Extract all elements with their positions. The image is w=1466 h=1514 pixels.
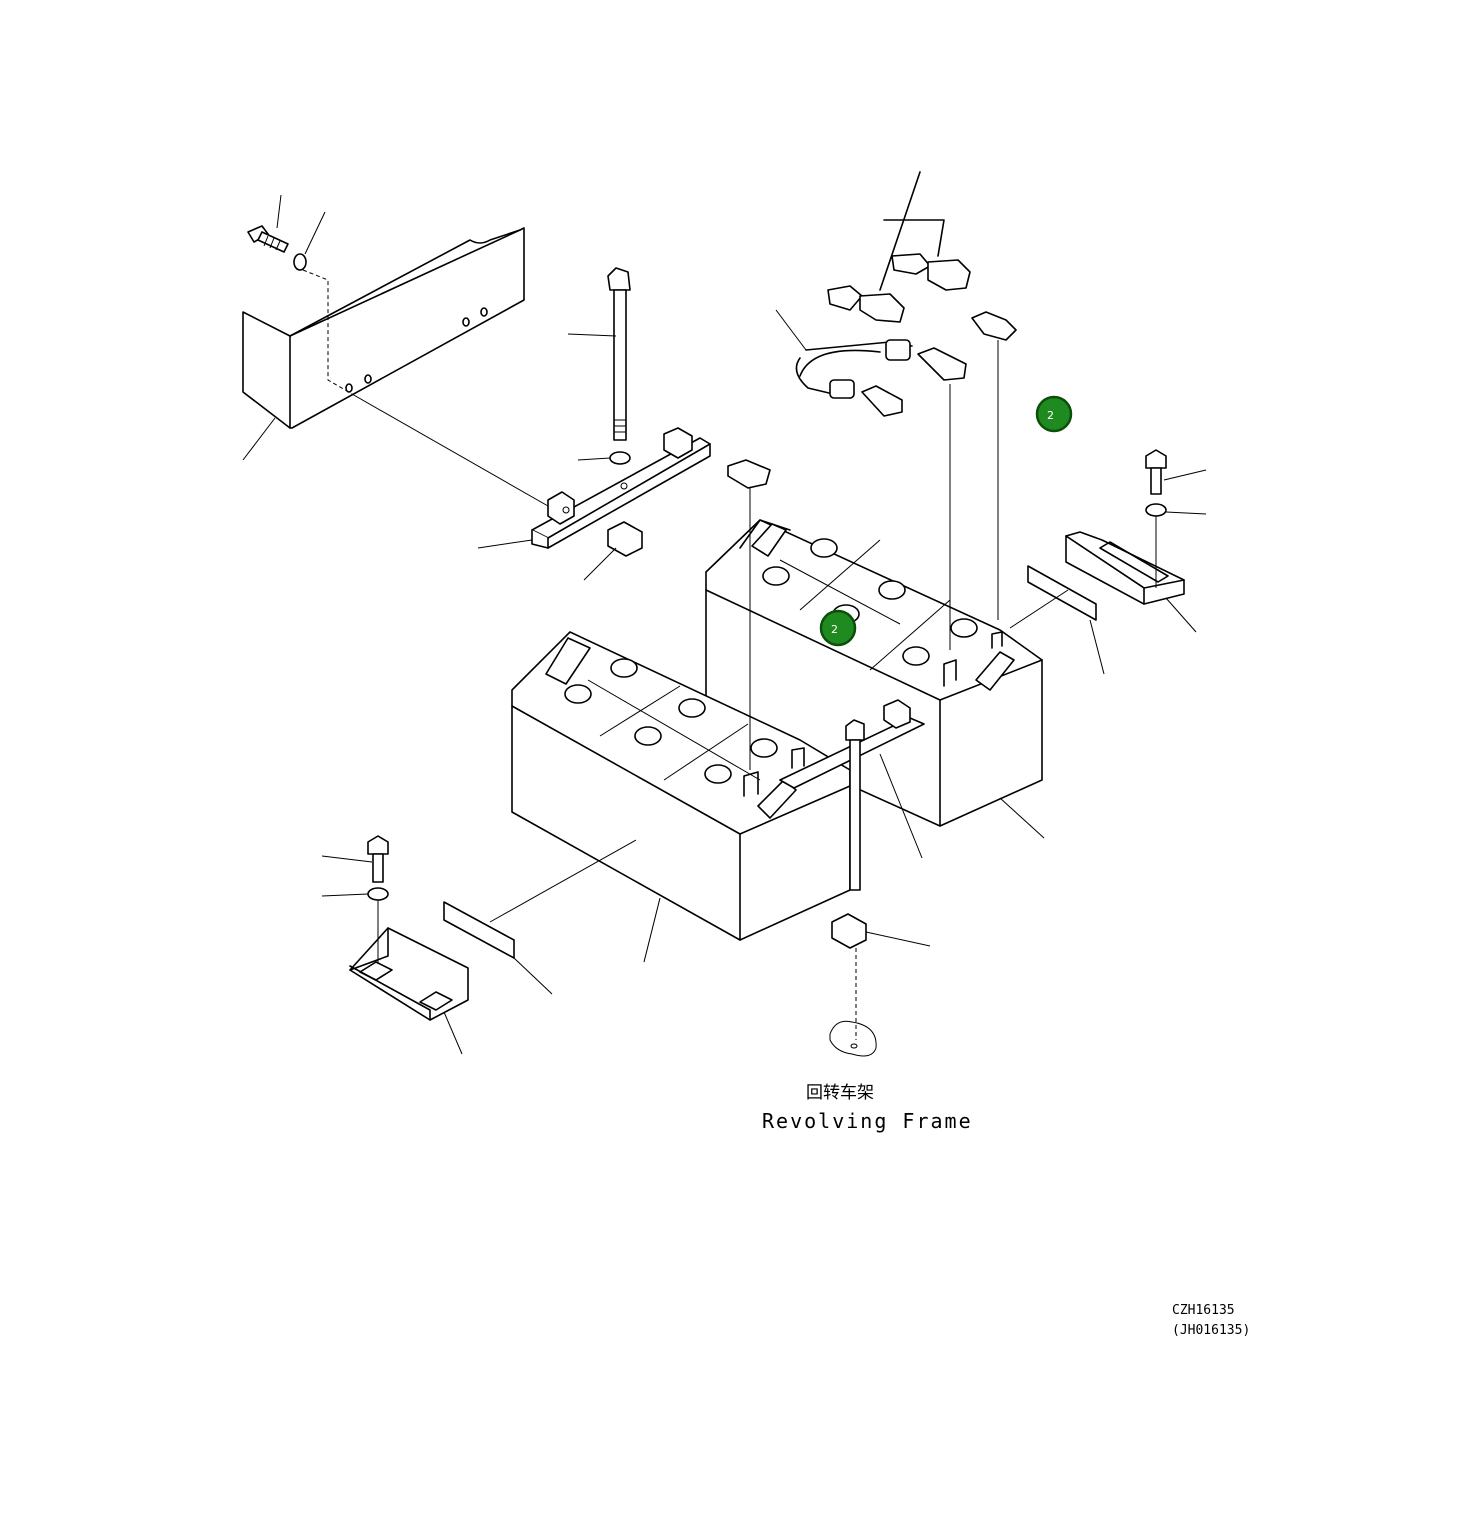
pad-right: [1027, 565, 1097, 621]
drawing-code: CZH16135: [1172, 1303, 1235, 1318]
tie-rod: [607, 267, 631, 441]
pad-left: [443, 901, 515, 959]
nut-block-bottom: [831, 913, 867, 949]
washer-right: [1145, 503, 1167, 517]
cross-bar: [779, 699, 925, 891]
terminal-clamp-right: [971, 311, 1017, 341]
callout-hotspot[interactable]: 2: [1035, 395, 1073, 433]
bracket-right: [1065, 531, 1185, 605]
battery-cover: [242, 227, 525, 429]
frame-label-cn: 回转车架: [806, 1083, 874, 1103]
callout-hotspot[interactable]: 2: [819, 609, 857, 647]
bolt-left: [367, 835, 389, 883]
tie-rod-washer: [609, 451, 631, 465]
cover-bolt: [247, 225, 289, 253]
callout-label: 2: [1047, 409, 1054, 422]
terminal-clamp-center: [727, 459, 771, 489]
nut-block: [607, 521, 643, 557]
drawing-code-alt: (JH016135): [1172, 1323, 1250, 1338]
terminal-clamps-top: [827, 171, 971, 323]
cover-washer: [293, 253, 307, 271]
bracket-left: [349, 927, 469, 1021]
revolving-frame-outline: [829, 1020, 877, 1057]
washer-left: [367, 887, 389, 901]
hold-down-bar: [531, 427, 711, 549]
callout-label: 2: [831, 623, 838, 636]
frame-label-en: Revolving Frame: [762, 1109, 973, 1133]
bolt-right: [1145, 449, 1167, 495]
battery-cable: [775, 309, 967, 417]
